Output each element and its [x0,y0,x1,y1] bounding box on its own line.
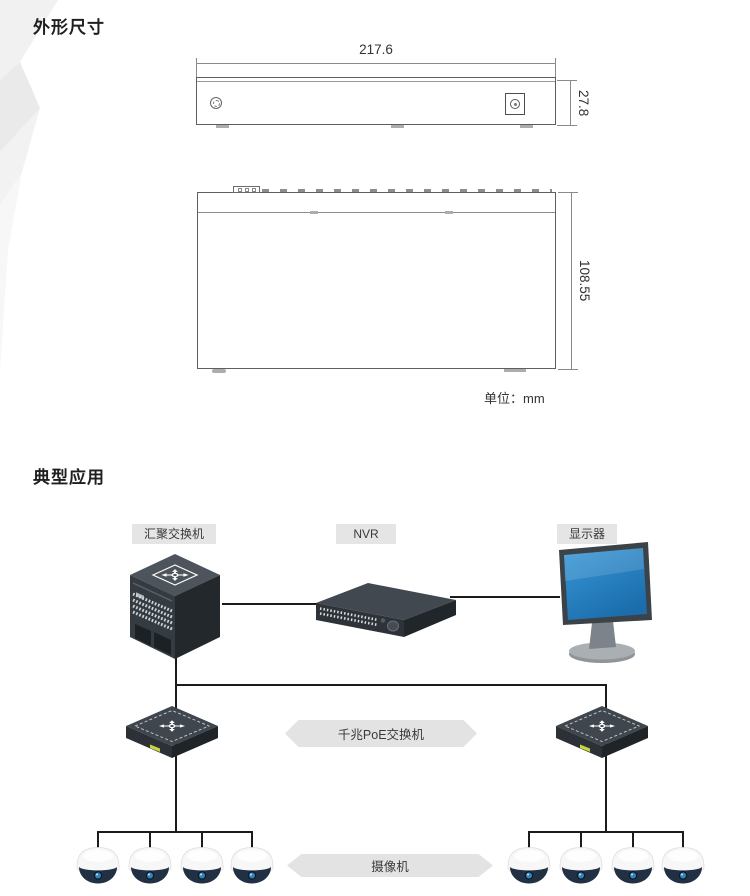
dim-line-height [570,80,571,126]
dim-line-width [196,63,556,64]
camera-branch [149,831,151,849]
camera-branch [201,831,203,849]
link-switch-nvr [222,603,318,605]
ground-screw-icon [210,97,222,109]
dim-height-label: 27.8 [576,89,591,117]
trunk-right-vertical [605,684,607,832]
banner-poe-switch: 千兆PoE交换机 [285,720,477,747]
front-view-body [196,77,556,125]
camera-branch [682,831,684,849]
dim-ext-top [557,80,577,81]
camera-branch [97,831,99,849]
dome-camera [228,845,276,887]
trunk-horizontal [175,684,607,686]
camera-branch [251,831,253,849]
foot [520,125,533,128]
poe-switch-left-device [122,701,222,763]
front-view-top-lip [197,81,555,82]
link-nvr-monitor [450,596,560,598]
label-nvr: NVR [336,524,396,544]
camera-branch [632,831,634,849]
foot [216,125,229,128]
dome-camera [557,845,605,887]
foot [391,125,404,128]
camera-branch [528,831,530,849]
monitor-device [552,539,658,665]
dome-camera [505,845,553,887]
top-view-body [197,192,556,369]
dome-camera [74,845,122,887]
label-aggregation-switch: 汇聚交换机 [132,524,216,544]
foot [504,369,526,372]
label-monitor: 显示器 [557,524,617,544]
dim-ext-top2 [558,192,578,193]
poe-switch-right-device [552,701,652,763]
dim-width-label: 217.6 [359,42,393,57]
dim-ext-bottom2 [558,369,578,370]
section-title-application: 典型应用 [33,468,105,487]
foot [212,369,226,373]
dome-camera [609,845,657,887]
dome-camera [126,845,174,887]
section-title-dimensions: 外形尺寸 [33,18,105,37]
dome-camera [178,845,226,887]
dim-ext-left [196,58,197,77]
dome-camera [659,845,707,887]
camera-branch [580,831,582,849]
nvr-device [312,577,460,645]
unit-label: 单位：mm [484,391,545,406]
aggregation-switch-device [122,547,228,663]
corner-watermark [0,0,58,370]
camera-bus-right [528,831,684,833]
edge-port-marks [262,189,552,192]
dim-ext-bottom [557,125,577,126]
top-view-divider [198,212,555,213]
camera-bus-left [97,831,252,833]
power-connector-icon [505,93,525,115]
dim-line-depth [571,192,572,370]
dim-depth-label: 108.55 [577,260,592,302]
dim-ext-right [555,58,556,77]
edge-connector-block [233,186,260,193]
notch [445,211,453,214]
banner-cameras: 摄像机 [287,854,493,877]
notch [310,211,318,214]
